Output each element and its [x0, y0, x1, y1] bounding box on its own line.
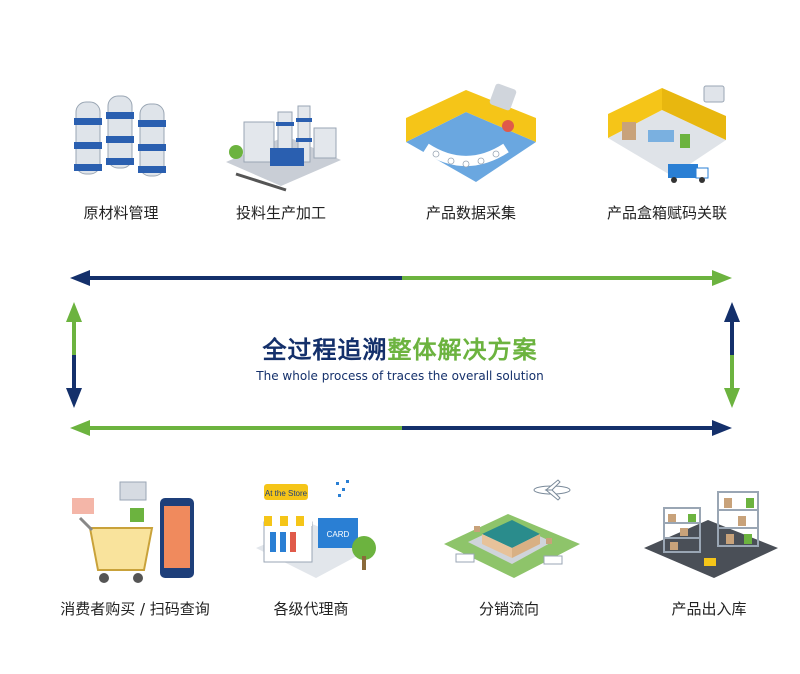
step-label: 产品数据采集: [425, 204, 516, 222]
distribution-logistics-icon: [444, 479, 580, 578]
step-label: 各级代理商: [273, 600, 349, 618]
step-distribution: 分销流向: [424, 478, 594, 619]
agent-store-icon: CARD At the Store: [256, 480, 376, 578]
bottom-arrow: [70, 420, 732, 436]
step-label: 产品盒箱赋码关联: [606, 204, 727, 222]
store-sign-text: At the Store: [265, 489, 308, 498]
step-box-coding: 产品盒箱赋码关联: [582, 82, 752, 223]
warehouse-inout-icon: [644, 491, 778, 578]
step-label: 投料生产加工: [235, 204, 326, 222]
step-agents: CARD At the Store 各级代理商: [226, 478, 396, 619]
step-warehouse: 产品出入库: [624, 478, 794, 619]
data-collection-line-icon: [406, 83, 536, 182]
card-text: CARD: [327, 530, 350, 539]
step-production: 投料生产加工: [196, 82, 366, 223]
step-label: 原材料管理: [83, 204, 159, 222]
title-part-navy: 全过程追溯: [262, 336, 388, 364]
left-arrow: [66, 302, 82, 408]
top-arrow: [70, 270, 732, 286]
right-arrow: [724, 302, 740, 408]
main-title: 全过程追溯整体解决方案: [200, 330, 600, 365]
title-part-green: 整体解决方案: [387, 336, 538, 364]
step-data-collection: 产品数据采集: [386, 82, 556, 223]
step-label: 分销流向: [478, 600, 539, 618]
step-raw-material: 原材料管理: [36, 82, 206, 223]
consumer-shopping-icon: [72, 481, 194, 583]
center-title: 全过程追溯整体解决方案 The whole process of traces …: [200, 330, 600, 383]
step-consumer: 消费者购买 / 扫码查询: [50, 478, 220, 619]
step-label: 产品出入库: [671, 600, 747, 618]
raw-material-tanks-icon: [74, 95, 166, 177]
subtitle: The whole process of traces the overall …: [256, 369, 544, 383]
box-coding-warehouse-icon: [608, 85, 726, 183]
step-label: 消费者购买 / 扫码查询: [60, 600, 210, 618]
production-factory-icon: [226, 105, 341, 192]
